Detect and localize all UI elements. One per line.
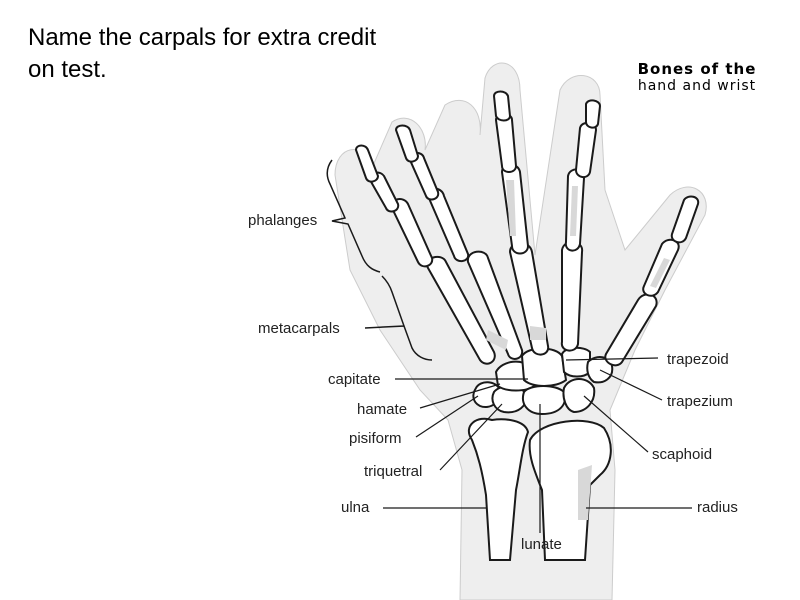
label-capitate: capitate <box>328 371 381 388</box>
label-triquetral: triquetral <box>364 463 422 480</box>
leader-trapezium <box>599 369 663 401</box>
lunate-bone <box>522 385 566 416</box>
leader-trapezoid <box>565 357 659 361</box>
label-scaphoid: scaphoid <box>652 446 712 463</box>
phalanx-index-middle <box>574 122 598 178</box>
metacarpal-2 <box>560 241 584 352</box>
label-hamate: hamate <box>357 401 407 418</box>
carpal-bones <box>472 346 614 416</box>
label-trapezoid: trapezoid <box>667 351 729 368</box>
phalanx-thumb-distal <box>670 195 700 244</box>
trapezium-bone <box>586 356 614 384</box>
leader-hamate <box>419 383 501 409</box>
trapezoid-bone <box>560 346 591 378</box>
figure-title-line-2: hand and wrist <box>637 78 757 94</box>
metacarpal-4 <box>466 250 524 360</box>
forearm-bones <box>467 417 612 561</box>
leader-triquetral <box>439 403 503 471</box>
bracket-phalanges <box>326 159 381 273</box>
phalanx-index-distal <box>585 99 602 129</box>
label-trapezium: trapezium <box>667 393 733 410</box>
phalanx-middle-distal <box>492 90 512 122</box>
slide-title-line-1: Name the carpals for extra credit <box>28 24 377 51</box>
leader-scaphoid <box>583 395 649 453</box>
phalanx-ring-distal <box>394 124 420 163</box>
ulna-bone <box>467 417 530 561</box>
bracket-metacarpals <box>364 275 433 361</box>
bone-shading <box>486 180 670 350</box>
leader-pisiform <box>415 395 479 438</box>
labels: phalanges metacarpals capitate hamate pi… <box>248 212 738 553</box>
hand-silhouette <box>334 62 707 600</box>
label-radius: radius <box>697 499 738 516</box>
leader-lines <box>383 357 692 533</box>
label-metacarpals: metacarpals <box>258 320 340 337</box>
radius-bone <box>528 419 612 561</box>
slide-title-line-2: on test. <box>28 56 107 83</box>
label-pisiform: pisiform <box>349 430 402 447</box>
label-phalanges: phalanges <box>248 212 317 229</box>
radius-shade <box>578 465 592 520</box>
label-ulna: ulna <box>341 499 370 516</box>
phalanx-little-distal <box>354 144 380 183</box>
figure-title: Bones of the hand and wrist <box>612 60 782 95</box>
figure-title-line-1: Bones of the <box>637 60 757 78</box>
label-lunate: lunate <box>521 536 562 553</box>
scaphoid-bone <box>562 378 596 414</box>
slide-title: Name the carpals for extra credit on tes… <box>28 22 448 86</box>
